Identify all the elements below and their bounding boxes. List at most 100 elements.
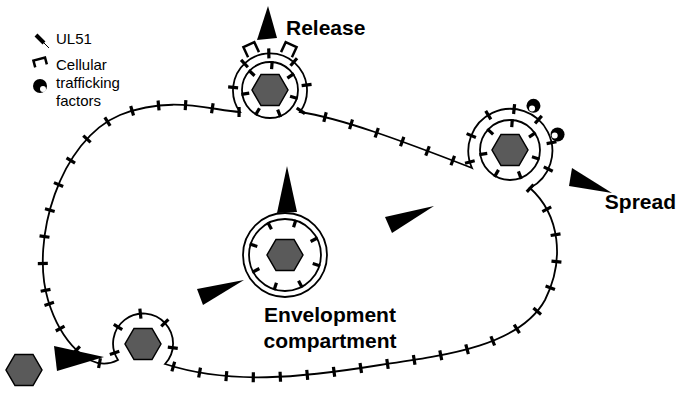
ul51-mark [350, 120, 353, 130]
ul51-mark [324, 112, 326, 122]
ul51-mark [451, 156, 455, 165]
legend-symbols [33, 35, 49, 93]
trafficking-factor-notch [529, 106, 535, 112]
trafficking-factor [551, 128, 565, 142]
ul51-mark [274, 283, 276, 291]
ul51-mark [535, 116, 542, 123]
ul51-mark [184, 100, 188, 110]
ul51-mark [278, 372, 282, 382]
ul51-mark [360, 363, 361, 373]
ul51-mark [547, 142, 557, 144]
process-label: Spread [605, 190, 676, 214]
ul51-mark [533, 308, 541, 314]
ul51-mark [514, 325, 519, 333]
capsids [6, 74, 528, 385]
compartment-membrane: Envelopment compartment [30, 45, 620, 395]
ul51-mark [199, 368, 201, 378]
ul51-mark [486, 111, 491, 120]
ul51-mark [465, 161, 475, 164]
ul51-mark [467, 134, 476, 138]
ul51-mark [267, 48, 270, 58]
ul51-mark [542, 207, 551, 212]
ul51-mark [255, 108, 259, 115]
ul51-mark [387, 359, 388, 369]
ul51-mark [294, 220, 296, 228]
legend-text: UL51 [56, 30, 92, 47]
ul51-mark [161, 319, 168, 326]
ul51-mark [375, 128, 378, 137]
ul51-mark [252, 372, 255, 382]
ul51-mark [546, 286, 555, 289]
ul51-mark [290, 96, 298, 98]
ul51-mark [67, 158, 76, 163]
ul51-mark [131, 106, 134, 116]
ul51-mark [212, 103, 214, 113]
ul51-mark [440, 350, 442, 360]
membrane-path [43, 53, 557, 377]
ul51-mark [532, 157, 540, 159]
ul51-mark [241, 93, 249, 94]
ul51-mark [110, 351, 119, 354]
ul51-mark [551, 261, 561, 262]
ul51-mark [270, 61, 274, 69]
legend-entry: Cellular trafficking factors [56, 56, 140, 110]
ul51-mark [38, 262, 48, 265]
ul51-mark [252, 269, 259, 273]
process-label: Release [286, 16, 365, 40]
ul51-mark [305, 370, 309, 380]
ul51-mark [73, 346, 80, 353]
ul51-mark [156, 101, 160, 111]
ul51-mark [311, 238, 318, 242]
compartment-label: Envelopment compartment [240, 302, 420, 354]
ul51-mark [172, 362, 175, 372]
ul51-mark [114, 324, 122, 329]
ul51-mark [99, 358, 101, 368]
ul51-mark [491, 336, 495, 345]
trafficking-factor-notch [552, 132, 558, 138]
ul51-mark [518, 171, 521, 178]
ul51-mark [105, 117, 110, 125]
ul51-mark [466, 344, 469, 354]
ul51-mark [544, 167, 553, 171]
transport-arrows [54, 6, 612, 371]
ul51-mark [54, 183, 63, 187]
ul51-mark [529, 133, 536, 138]
vesicle-envelopes [242, 62, 540, 297]
ul51-mark [241, 60, 248, 67]
ul51-mark [56, 326, 65, 331]
ul51-mark [291, 58, 298, 66]
ul51-mark [494, 170, 498, 177]
ul51-mark [487, 129, 493, 134]
ul51-mark [527, 184, 534, 191]
ul51-mark [287, 74, 294, 79]
ul51-mark [40, 236, 50, 237]
ul51-mark [297, 108, 305, 114]
trafficking-factor [526, 99, 540, 113]
ul51-mark [140, 309, 141, 319]
legend-entry: UL51 [56, 30, 176, 48]
ul51-mark [333, 367, 334, 377]
ul51-mark [250, 244, 258, 246]
ul51-mark [302, 84, 312, 85]
ul51-mark [224, 371, 228, 381]
ul51-mark [41, 289, 51, 291]
legend-text: Cellular trafficking factors [56, 56, 120, 109]
ul51-mark [228, 85, 238, 89]
ul51-mark [44, 302, 54, 305]
ul51-mark [426, 146, 430, 155]
ul51-mark [268, 222, 272, 229]
ul51-mark [45, 209, 55, 212]
ul51-mark [514, 104, 515, 114]
ul51-mark [249, 70, 255, 75]
ul51-marks [241, 61, 539, 290]
ul51-mark [510, 119, 514, 127]
ul51-mark [237, 107, 240, 117]
ul51-mark [278, 110, 281, 117]
ul51-mark [313, 264, 321, 266]
trafficking-factors [243, 42, 564, 141]
ul51-mark [299, 281, 303, 288]
ul51-mark [551, 234, 561, 236]
ul51-mark [83, 136, 90, 143]
ul51-mark [400, 137, 403, 146]
